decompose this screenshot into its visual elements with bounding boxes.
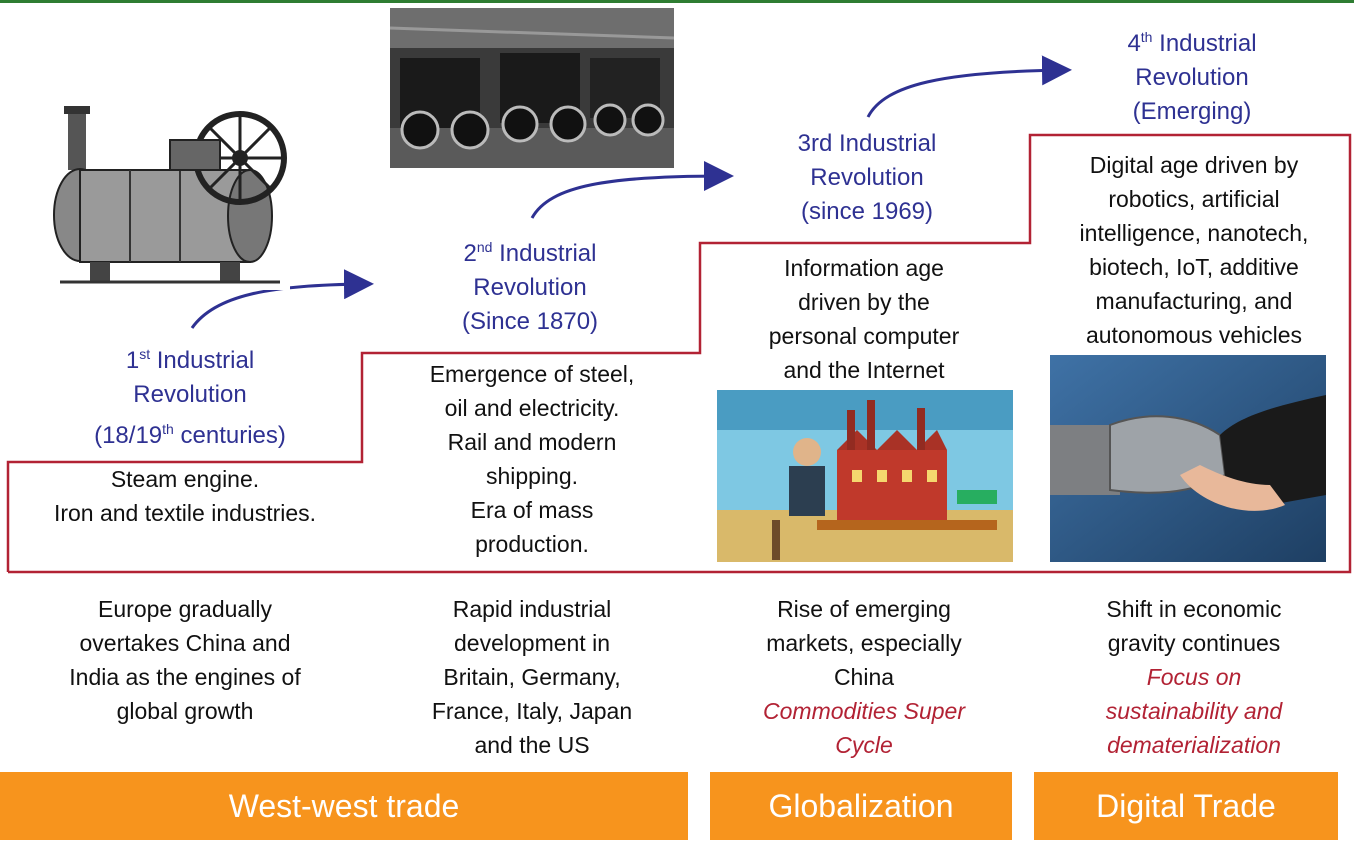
assembly-line-photo [390,8,674,168]
era-3-impact: Rise of emerging markets, especially Chi… [705,592,1023,762]
robot-handshake-photo [1050,355,1326,562]
era-4-impact-highlight: sustainability and [1105,698,1283,724]
era-3-title: 3rd Industrial Revolution (since 1969) [797,130,937,225]
era-1-impact: Europe gradually overtakes China and Ind… [69,596,301,724]
stair-step-line [6,133,1352,574]
era-2-impact: Rapid industrial development in Britain,… [431,596,633,758]
arrow-3-to-4 [866,55,1072,118]
era-4-impact-highlight: dematerialization [1107,732,1281,758]
era-4-impact: Shift in economic gravity continues Focu… [1036,592,1352,762]
era-4-description: Digital age driven by robotics, artifici… [1079,152,1309,348]
era-3-impact-highlight: Commodities Super [763,698,965,724]
west-west-trade-bar: West-west trade [0,772,688,840]
era-3-description: Information age driven by the personal c… [768,255,960,383]
arrow-2-to-3 [530,161,734,219]
factory-computer-illustration [717,390,1013,562]
globalization-bar: Globalization [710,772,1012,840]
era-1-title: 1st Industrial Revolution (18/19th centu… [94,346,286,449]
era-4-title: 4th Industrial Revolution (Emerging) [1127,29,1257,125]
arrow-1-to-2 [190,269,374,329]
steam-engine-illustration [50,100,290,290]
era-4-impact-highlight: Focus on [1146,664,1242,690]
digital-trade-bar: Digital Trade [1034,772,1338,840]
era-2-title: 2nd Industrial Revolution (Since 1870) [461,239,599,335]
era-1-description: Steam engine. Iron and textile industrie… [53,466,317,526]
top-rule [0,0,1354,3]
era-2-description: Emergence of steel, oil and electricity.… [429,361,635,557]
era-3-impact-highlight: Cycle [835,732,893,758]
